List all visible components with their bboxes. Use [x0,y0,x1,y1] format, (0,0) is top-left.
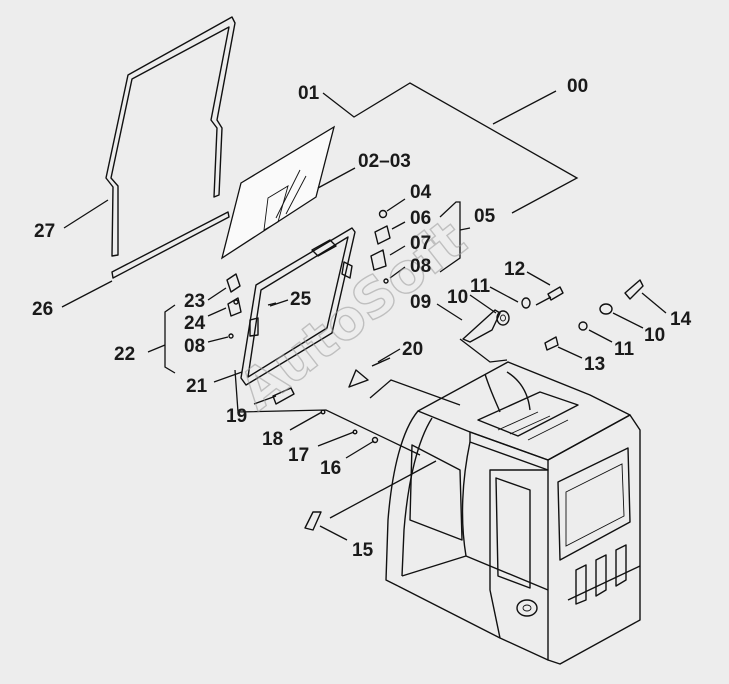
part-09-bracket [462,309,501,343]
watermark-text: AutoSoft [227,207,477,422]
label-19: 19 [226,406,247,427]
label-18: 18 [262,429,283,450]
label-23: 23 [184,291,205,312]
part-14-plate [624,279,644,300]
small-parts-04-08 [228,209,391,339]
label-04: 04 [410,182,432,203]
label-17: 17 [288,445,309,466]
callout-labels: 00 01 02–03 04 05 06 07 08 08 09 10 10 1… [32,76,692,561]
fastener-set-upper [496,286,564,326]
part-25-screw [267,302,277,306]
label-08: 08 [410,256,431,277]
small-parts-16-18 [320,409,379,444]
label-25: 25 [290,289,312,310]
cab-frame [385,361,641,665]
label-26: 26 [32,299,53,320]
part-06-bracket [374,225,391,245]
fastener-set-lower [544,303,613,351]
label-05: 05 [474,206,496,227]
small-parts-23-25 [226,273,277,317]
label-10: 10 [447,287,468,308]
label-09: 09 [410,292,431,313]
part-23-clip [226,273,241,293]
part-04-cap [378,209,388,219]
label-08-b: 08 [184,336,205,357]
label-16: 16 [320,458,341,479]
label-02-03: 02–03 [358,151,411,172]
label-22: 22 [114,344,135,365]
label-01: 01 [298,83,320,104]
label-07: 07 [410,233,431,254]
part-08-screw-b [228,333,234,339]
part-07-latch [370,249,387,271]
part-26-seal-strip [111,211,230,279]
part-08-screw [383,278,389,284]
label-21: 21 [186,376,208,397]
label-11: 11 [470,276,491,297]
part-21-window-frame [240,227,356,405]
label-24: 24 [184,313,206,334]
label-15: 15 [352,540,374,561]
label-27: 27 [34,221,55,242]
label-12: 12 [504,259,525,280]
part-15-cover [304,511,322,531]
label-13: 13 [584,354,605,375]
part-02-03-glass-pane [220,125,336,260]
label-10-b: 10 [644,325,665,346]
label-20: 20 [402,339,423,360]
part-20-hinge [348,357,391,388]
leader-lines [61,82,667,541]
part-27-glass-frame [105,16,236,257]
label-06: 06 [410,208,431,229]
leader-00-01 [322,82,579,214]
label-00: 00 [567,76,588,97]
label-14: 14 [670,309,692,330]
leader-00 [492,90,557,125]
label-11-b: 11 [614,339,635,360]
